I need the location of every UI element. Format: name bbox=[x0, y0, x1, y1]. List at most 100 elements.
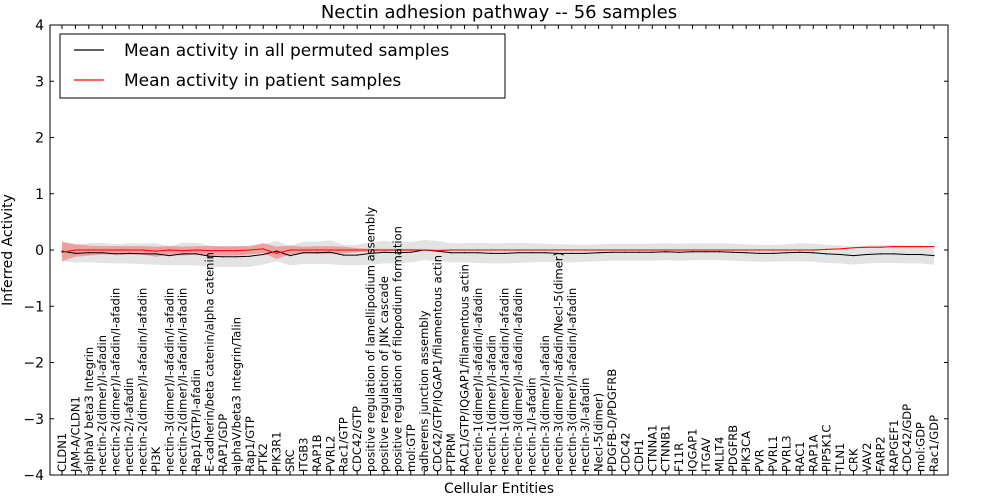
data-point bbox=[168, 249, 170, 251]
x-tick-label: ITGB3 bbox=[297, 437, 311, 472]
data-point bbox=[732, 251, 734, 253]
data-point bbox=[772, 252, 774, 254]
data-point bbox=[517, 249, 519, 251]
x-tick-label: RAPGEF1 bbox=[887, 420, 901, 472]
y-tick-label: 1 bbox=[35, 187, 44, 203]
data-point bbox=[557, 252, 560, 254]
data-point bbox=[772, 249, 774, 251]
data-point bbox=[906, 246, 908, 248]
data-point bbox=[289, 255, 291, 257]
data-point bbox=[249, 249, 251, 251]
data-point bbox=[262, 248, 264, 250]
x-tick-label: PI3K bbox=[149, 446, 163, 472]
data-point bbox=[74, 249, 76, 251]
data-point bbox=[826, 248, 828, 250]
data-point bbox=[115, 253, 117, 255]
data-point bbox=[370, 252, 372, 254]
data-point bbox=[920, 253, 922, 256]
x-tick-label: IQGAP1 bbox=[686, 428, 700, 471]
x-tick-label: nectin-3(dimer)/I-afadin/Necl-5(dimer) bbox=[551, 252, 565, 472]
data-point bbox=[356, 254, 358, 256]
x-tick-label: RAC1/GTP/IQGAP1/filamentous actin bbox=[458, 264, 472, 472]
data-point bbox=[557, 249, 560, 251]
data-point bbox=[450, 252, 452, 254]
data-point bbox=[745, 252, 747, 254]
data-point bbox=[289, 249, 291, 251]
data-point bbox=[343, 254, 345, 256]
data-point bbox=[705, 249, 707, 251]
data-point bbox=[718, 251, 721, 253]
data-point bbox=[383, 249, 385, 251]
data-point bbox=[410, 251, 412, 253]
data-point bbox=[383, 251, 385, 253]
data-point bbox=[155, 250, 157, 252]
data-point bbox=[799, 251, 801, 253]
data-point bbox=[906, 253, 908, 256]
x-tick-label: E-cadherin/beta catenin/alpha catenin bbox=[203, 252, 217, 472]
data-point bbox=[933, 246, 935, 248]
data-point bbox=[61, 251, 63, 253]
x-tick-label: nectin-2(dimer)/I-afadin bbox=[95, 335, 109, 472]
legend-label: Mean activity in all permuted samples bbox=[124, 41, 449, 61]
data-point bbox=[88, 252, 90, 254]
data-point bbox=[128, 252, 130, 254]
x-tick-label: nectin-3(dimer)/I-afadin bbox=[538, 335, 552, 472]
data-point bbox=[705, 251, 707, 253]
x-tick-label: PVRL2 bbox=[323, 435, 337, 472]
data-point bbox=[584, 249, 586, 251]
x-tick-label: FARP2 bbox=[873, 436, 887, 472]
x-tick-label: nectin-3(dimer)/I-afadin/I-afadin bbox=[162, 288, 176, 472]
data-point bbox=[571, 252, 573, 254]
data-point bbox=[691, 249, 694, 251]
data-point bbox=[490, 249, 492, 251]
x-tick-label: nectin-2/I-afadin bbox=[122, 378, 136, 473]
data-point bbox=[195, 253, 197, 255]
data-point bbox=[396, 252, 398, 254]
x-tick-label: nectin-1(dimer)/I-afadin bbox=[484, 335, 498, 472]
y-axis-label: Inferred Activity bbox=[0, 194, 16, 306]
x-tick-label: ITGAV bbox=[699, 438, 713, 472]
y-tick-label: 2 bbox=[35, 131, 44, 147]
data-point bbox=[624, 251, 627, 253]
x-tick-label: nectin-1(dimer)/I-afadin/I-afadin bbox=[498, 288, 512, 472]
data-point bbox=[893, 246, 895, 248]
x-tick-label: Rap1/GTP/I-afadin bbox=[189, 369, 203, 472]
x-tick-label: Rap1/GTP bbox=[243, 416, 257, 472]
x-tick-label: nectin-1(dimer)/I-afadin/I-afadin bbox=[471, 288, 485, 472]
y-tick-label: 4 bbox=[35, 18, 44, 34]
chart-title: Nectin adhesion pathway -- 56 samples bbox=[321, 2, 677, 23]
data-point bbox=[879, 246, 881, 248]
data-point bbox=[732, 249, 734, 251]
y-tick-label: −4 bbox=[23, 468, 44, 484]
data-point bbox=[396, 249, 398, 251]
legend-box bbox=[59, 33, 506, 99]
x-tick-label: nectin-2(dimer)/I-afadin/I-afadin bbox=[109, 288, 123, 472]
data-point bbox=[530, 249, 533, 251]
x-tick-label: positive regulation of filopodium format… bbox=[390, 226, 404, 472]
data-point bbox=[235, 250, 237, 252]
x-tick-label: positive regulation of lamellipodium ass… bbox=[364, 207, 378, 472]
data-point bbox=[678, 249, 680, 251]
data-point bbox=[598, 252, 600, 254]
data-point bbox=[222, 256, 224, 258]
data-point bbox=[651, 251, 653, 253]
x-tick-label: RAP1B bbox=[310, 434, 324, 472]
data-point bbox=[235, 256, 237, 258]
x-tick-label: RAP1/GDP bbox=[216, 414, 230, 472]
x-tick-label: PVRL3 bbox=[779, 435, 793, 472]
x-tick-label: PDGFB-D/PDGFRB bbox=[605, 369, 619, 472]
data-point bbox=[370, 249, 372, 251]
x-tick-label: Rac1/GDP bbox=[927, 415, 941, 472]
data-point bbox=[638, 251, 640, 253]
x-tick-label: alphaV beta3 Integrin bbox=[82, 347, 96, 472]
data-point bbox=[463, 249, 466, 251]
series-line-0 bbox=[61, 249, 935, 258]
data-point bbox=[611, 251, 613, 253]
data-point bbox=[262, 253, 264, 256]
data-point bbox=[785, 249, 788, 251]
x-tick-label: CDC42/GTP/IQGAP1/filamentous actin bbox=[431, 255, 445, 472]
